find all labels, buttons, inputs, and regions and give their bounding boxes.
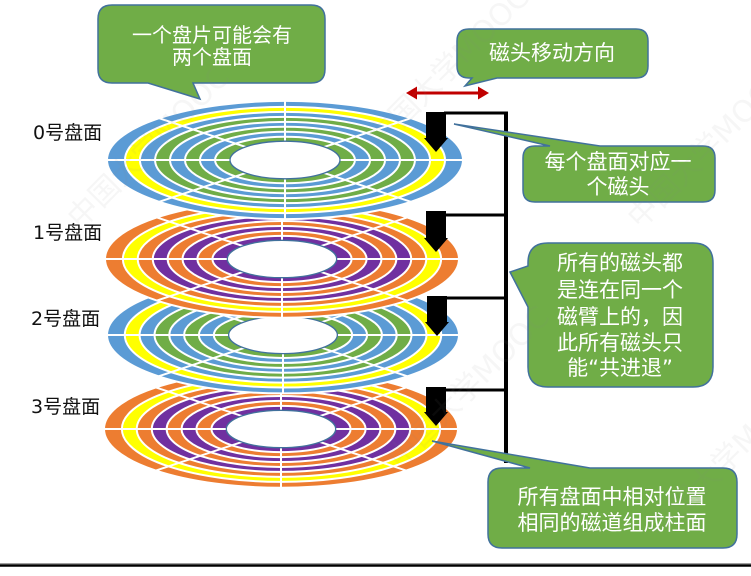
- platter-1: [104, 199, 460, 319]
- callout-bubble: [97, 4, 326, 101]
- callout-cylinder: 所有盘面中相对位置 相同的磁道组成柱面: [431, 440, 738, 549]
- callout-bubble: [508, 242, 714, 388]
- callout-head-movement: 磁头移动方向: [456, 28, 649, 88]
- arrow-right-head-icon: [478, 86, 489, 100]
- callout-shared-arm: 所有的磁头都 是连在同一个 磁臂上的，因 此所有磁头只 能“共进退”: [508, 242, 714, 388]
- callout-bubble: [431, 440, 738, 549]
- callout-line: 磁头移动方向: [489, 41, 615, 65]
- head-actuator: [424, 111, 508, 463]
- callout-line: 每个盘面对应一: [545, 150, 692, 174]
- spindle-hole: [226, 239, 338, 279]
- callout-line: 所有盘面中相对位置: [518, 485, 707, 509]
- platter-stack: [103, 99, 464, 489]
- callout-line: 能“共进退”: [567, 356, 673, 380]
- callout-head-per-surface: 每个盘面对应一 个磁头: [453, 123, 716, 203]
- platter-3: [103, 369, 459, 489]
- platter-label-3: 3号盘面: [31, 396, 100, 418]
- platter-label-0: 0号盘面: [33, 122, 102, 144]
- callout-line: 磁臂上的，因: [557, 305, 683, 329]
- platter-label-2: 2号盘面: [31, 308, 100, 330]
- read-write-head-2: [425, 296, 449, 336]
- callout-bubble: [456, 28, 649, 88]
- platter-label-1: 1号盘面: [33, 222, 102, 244]
- callout-line: 所有的磁头都: [557, 251, 683, 275]
- read-write-head-3: [424, 387, 448, 426]
- read-write-head-1: [424, 211, 448, 252]
- spindle-hole: [225, 409, 337, 449]
- callout-bubble: [453, 123, 716, 203]
- callout-line: 个磁头: [587, 175, 650, 199]
- callout-platter-two-surfaces: 一个盘片可能会有 两个盘面: [97, 4, 326, 101]
- arrow-left-head-icon: [406, 86, 417, 100]
- read-write-head-0: [424, 112, 448, 152]
- callout-line: 两个盘面: [172, 45, 252, 69]
- head-movement-arrow: [406, 86, 489, 100]
- callout-line: 此所有磁头只: [557, 331, 683, 355]
- spindle-hole: [227, 315, 339, 355]
- callout-line: 相同的磁道组成柱面: [518, 511, 707, 535]
- platter-0: [106, 99, 464, 221]
- spindle-hole: [229, 140, 341, 180]
- callout-line: 一个盘片可能会有: [132, 23, 292, 47]
- callout-line: 是连在同一个: [557, 278, 683, 302]
